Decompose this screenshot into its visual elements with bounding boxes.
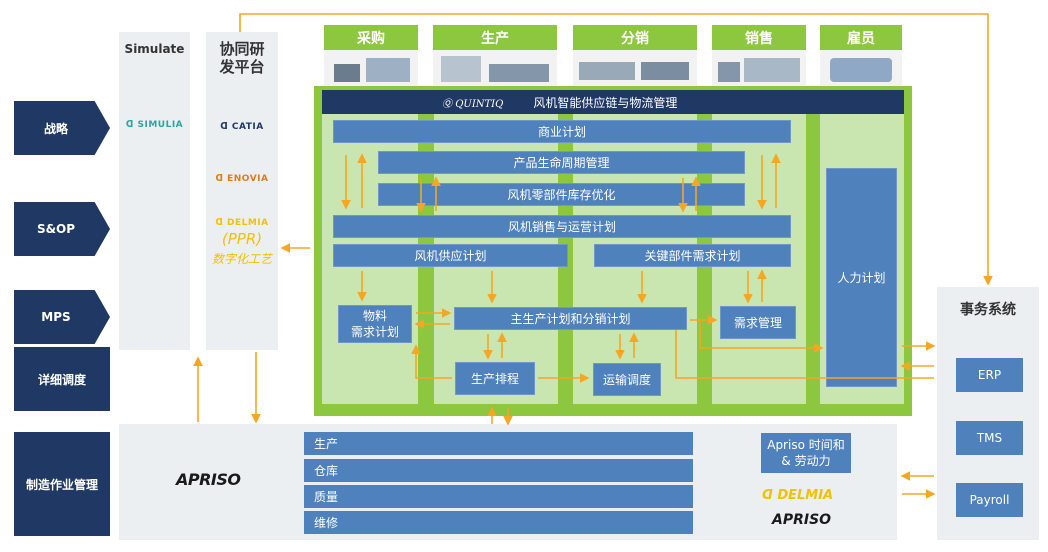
factory-icon [441, 56, 481, 82]
ppr-text: (PPR) [221, 230, 263, 248]
truck-icon [579, 62, 635, 80]
delmia-icon: ᗡ [215, 218, 224, 228]
header-procurement: 采购 [324, 25, 418, 50]
simulia-logo: ᗡ SIMULIA [119, 120, 190, 130]
transport-box[interactable]: 运输调度 [593, 363, 661, 396]
sales-ops-box[interactable]: 风机销售与运营计划 [333, 215, 791, 238]
collab-title-line2: 发平台 [219, 58, 265, 76]
header-distribution: 分销 [573, 25, 697, 50]
distribution-image [573, 50, 697, 86]
hr-plan-box[interactable]: 人力计划 [826, 168, 897, 387]
delmia-text: DELMIA [227, 218, 269, 228]
payroll-box[interactable]: Payroll [956, 483, 1023, 517]
apriso-time-labor-box[interactable]: Apriso 时间和 & 劳动力 [761, 433, 851, 473]
plm-box[interactable]: 产品生命周期管理 [378, 151, 745, 174]
mps-label: MPS [14, 290, 110, 344]
employees-image [820, 50, 902, 86]
people-icon [830, 58, 892, 82]
mom-item-production[interactable]: 生产 [304, 432, 693, 455]
quintiq-text: QUINTIQ [455, 98, 504, 110]
quintiq-logo: Ⓠ QUINTIQ [442, 95, 503, 110]
cart-icon [718, 62, 740, 82]
delmia-bottom-logo: ᗡ DELMIA [762, 488, 833, 503]
digital-process-text: 数字化工艺 [211, 252, 272, 266]
collab-title-line1: 协同研 [219, 40, 265, 58]
quintiq-icon: Ⓠ [442, 98, 452, 110]
arrow-master-business [675, 330, 934, 379]
mrp-box[interactable]: 物料 需求计划 [338, 305, 412, 343]
production-schedule-box[interactable]: 生产排程 [455, 362, 535, 395]
arrow-master-hr [699, 320, 824, 353]
banner-title: 风机智能供应链与物流管理 [533, 95, 678, 110]
header-production: 生产 [433, 25, 557, 50]
detail-schedule-text: 详细调度 [37, 372, 86, 387]
tms-box[interactable]: TMS [956, 421, 1023, 455]
enovia-logo: ᗡ ENOVIA [206, 174, 278, 184]
delmia-bottom-text: DELMIA [777, 488, 834, 503]
mom-label: 制造作业管理 [14, 432, 110, 536]
erp-box[interactable]: ERP [956, 358, 1023, 392]
apriso-logo: APRISO [176, 470, 241, 489]
store-icon [744, 58, 800, 82]
commercial-plan-box[interactable]: 商业计划 [333, 120, 791, 143]
top-arrow [239, 13, 993, 286]
key-parts-box[interactable]: 关键部件需求计划 [594, 244, 791, 267]
catia-icon: ᗡ [220, 122, 229, 132]
supply-plan-box[interactable]: 风机供应计划 [333, 244, 568, 267]
master-plan-box[interactable]: 主生产计划和分销计划 [454, 307, 687, 330]
sop-text: S&OP [36, 222, 76, 236]
quintiq-banner: Ⓠ QUINTIQ 风机智能供应链与物流管理 [322, 90, 904, 114]
header-employees: 雇员 [820, 25, 902, 50]
collab-title: 协同研 发平台 [206, 40, 278, 76]
arrow-sched-mrp [411, 344, 452, 379]
mom-item-quality[interactable]: 质量 [304, 485, 693, 508]
container-icon [641, 62, 689, 80]
detail-schedule-label: 详细调度 [14, 347, 110, 411]
catia-logo: ᗡ CATIA [206, 122, 278, 132]
simulate-panel: Simulate ᗡ SIMULIA [119, 32, 190, 350]
mps-text: MPS [41, 310, 71, 324]
mom-text: 制造作业管理 [25, 477, 98, 492]
simulia-icon: ᗡ [125, 120, 134, 130]
business-title: 事务系统 [960, 302, 1016, 318]
catia-text: CATIA [231, 122, 264, 132]
strategy-label: 战略 [14, 101, 110, 155]
simulate-title: Simulate [124, 42, 185, 56]
procurement-image [324, 50, 418, 86]
delmia-bottom-icon: ᗡ [762, 488, 773, 503]
strategy-text: 战略 [43, 121, 68, 136]
production-line-icon [489, 64, 549, 82]
enovia-icon: ᗡ [215, 174, 224, 184]
mom-item-maintenance[interactable]: 维修 [304, 511, 693, 534]
mom-item-warehouse[interactable]: 仓库 [304, 459, 693, 482]
demand-mgmt-box[interactable]: 需求管理 [720, 306, 796, 339]
simulia-text: SIMULIA [137, 120, 184, 130]
collab-panel: 协同研 发平台 ᗡ CATIA ᗡ ENOVIA ᗡ DELMIA (PPR) … [206, 32, 278, 350]
enovia-text: ENOVIA [227, 174, 269, 184]
production-image [433, 50, 557, 86]
delmia-logo: ᗡ DELMIA [206, 218, 278, 228]
warehouse-icon [334, 64, 360, 82]
building-icon [366, 58, 410, 82]
apriso-bottom-logo: APRISO [772, 512, 832, 528]
sales-image [712, 50, 806, 86]
header-sales: 销售 [712, 25, 806, 50]
sop-label: S&OP [14, 202, 110, 256]
inventory-box[interactable]: 风机零部件库存优化 [378, 183, 745, 206]
